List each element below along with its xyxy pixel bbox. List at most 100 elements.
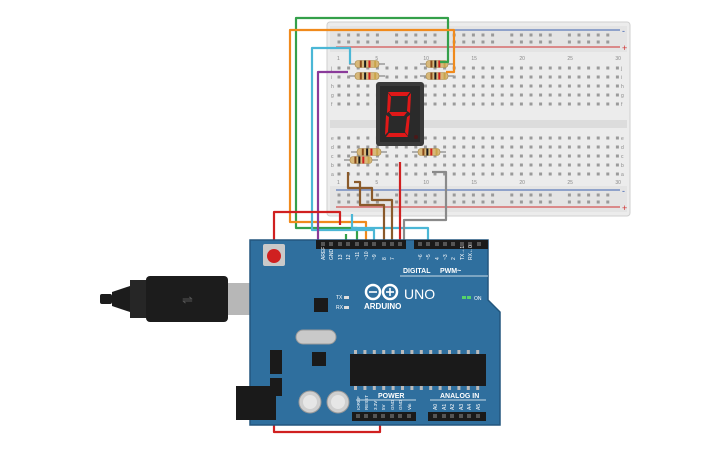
rail-minus-label: - (622, 26, 625, 36)
row-label: j (620, 66, 622, 72)
row-label: d (331, 145, 334, 151)
row-label: b (331, 163, 334, 169)
analog-pin-label: A5 (476, 404, 482, 410)
arduino-logo-icon (364, 283, 399, 301)
column-number: 25 (567, 56, 573, 62)
digital-label: DIGITAL (403, 268, 431, 275)
rx-label: RX (336, 305, 344, 311)
usb-plug[interactable] (146, 276, 228, 322)
power-pin-label: GND (390, 399, 395, 410)
segment (385, 115, 389, 135)
digital-pin-label: 4 (435, 257, 441, 260)
digital-pin-label: GND (329, 249, 335, 261)
wire-gray (402, 170, 448, 240)
wire-brown-1 (354, 180, 386, 240)
segment (388, 92, 410, 96)
on-label: ON (474, 296, 482, 302)
rail-plus-label-bottom: + (622, 203, 627, 213)
power-pin-label: GND (398, 399, 403, 410)
analog-pin-label: A1 (442, 404, 448, 410)
row-label: h (331, 84, 334, 90)
row-label: i (621, 75, 622, 81)
wire-orange (288, 28, 456, 240)
column-number: 20 (519, 56, 525, 62)
column-number: 15 (471, 56, 477, 62)
usb-cable (112, 286, 130, 312)
column-number: 10 (423, 56, 429, 62)
digital-pin-label: ~3 (443, 254, 449, 260)
column-number: 1 (337, 56, 340, 62)
column-number: 1 (337, 180, 340, 186)
analog-in-label: ANALOG IN (440, 393, 479, 400)
column-number: 30 (615, 180, 621, 186)
power-pin-label: Vin (407, 403, 412, 410)
digital-pin-label: 12 (346, 254, 352, 260)
regulator (312, 352, 326, 366)
row-label: j (330, 66, 332, 72)
column-number: 25 (567, 180, 573, 186)
digital-pin-label: ~11 (355, 252, 361, 260)
column-number: 30 (615, 56, 621, 62)
digital-pin-label: ~10 (364, 251, 370, 260)
usb-cable-end (100, 294, 112, 304)
analog-pin-label: A2 (450, 404, 456, 410)
digital-pin-label: TX→1 (460, 246, 466, 260)
rail-minus-label-bottom: - (622, 186, 625, 196)
digital-pin-label: 7 (390, 257, 396, 260)
usb-icon: ⇌ (182, 292, 193, 307)
row-label: c (331, 154, 334, 160)
segment (407, 93, 411, 113)
digital-pin-label: 2 (451, 257, 457, 260)
row-label: b (621, 163, 624, 169)
row-label: a (621, 172, 624, 178)
power-pin-label: RESET (364, 395, 369, 410)
analog-pin-label: A4 (467, 404, 473, 410)
column-number: 15 (471, 180, 477, 186)
tx-label: TX (336, 295, 343, 301)
row-label: c (621, 154, 624, 160)
digital-pin-label: ~6 (418, 254, 424, 260)
power-label: POWER (378, 393, 404, 400)
power-pin-label: IOREF (356, 396, 361, 410)
analog-pin-label: A0 (433, 404, 439, 410)
row-label: e (331, 136, 334, 142)
power-jack[interactable] (236, 386, 276, 420)
segment (389, 112, 407, 116)
on-led (462, 296, 466, 299)
digital-pin-label: AREF (321, 247, 327, 260)
digital-pin-label: RX←0 (468, 245, 474, 260)
segment (387, 93, 391, 113)
row-label: h (621, 84, 624, 90)
pwm-label: PWM~ (440, 268, 461, 275)
segment-digit (385, 92, 411, 137)
row-label: a (331, 172, 334, 178)
segment (405, 115, 410, 136)
column-number: 10 (423, 180, 429, 186)
decimal-point (414, 135, 418, 139)
row-label: i (331, 75, 332, 81)
row-label: g (331, 93, 334, 99)
column-number: 5 (375, 180, 378, 186)
wire-cyan-left (310, 46, 376, 240)
model-label: UNO (404, 286, 435, 302)
atmega-chip (350, 354, 486, 386)
column-number: 5 (375, 56, 378, 62)
seven-segment-display[interactable] (376, 82, 424, 146)
wire-cyan-right (350, 214, 430, 240)
row-label: e (621, 136, 624, 142)
row-label: f (331, 102, 333, 108)
row-label: f (621, 102, 623, 108)
reset-button[interactable] (267, 249, 281, 263)
analog-pin-label: A3 (459, 404, 465, 410)
segment (386, 133, 408, 137)
crystal (295, 329, 337, 345)
power-pin-label: 5V (381, 404, 386, 410)
column-number: 20 (519, 180, 525, 186)
digital-pin-label: 13 (338, 254, 344, 260)
digital-pin-label: ~5 (426, 254, 432, 260)
digital-pin-label: 8 (382, 257, 388, 260)
